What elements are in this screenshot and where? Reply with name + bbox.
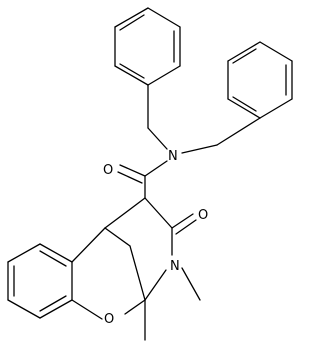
bond: [227, 41, 261, 62]
bond-double-inner: [39, 295, 67, 312]
benzyl-ring-left: [114, 7, 181, 86]
bond-c-o-double: [117, 171, 143, 184]
bond: [114, 65, 149, 86]
bond: [129, 245, 146, 301]
bond: [147, 65, 181, 86]
bond-c-o-double: [175, 219, 197, 235]
bond-double-inner: [119, 63, 145, 79]
bond: [7, 299, 41, 319]
bond: [39, 299, 73, 319]
structure-canvas: N O O N O: [7, 7, 293, 341]
bond: [104, 197, 146, 229]
bond-double-inner: [39, 250, 67, 267]
fused-benzene-ring: [7, 227, 106, 319]
bond-ch2-n: [147, 127, 168, 150]
lactam-oxygen-label: O: [198, 208, 208, 223]
bond: [259, 41, 293, 62]
bond-n-carbonyl: [144, 160, 168, 177]
bond: [104, 227, 131, 247]
bond-ch2-right: [216, 117, 261, 146]
bond: [124, 299, 146, 315]
molecule-drawing: N O O N O: [7, 7, 293, 341]
bond: [39, 243, 73, 263]
bond: [259, 98, 293, 119]
bond-double-inner: [232, 48, 257, 64]
ring-nitrogen-label: N: [170, 259, 180, 274]
bond-c-o-double: [119, 164, 146, 177]
bond-c-o-double: [171, 213, 194, 229]
bond-double-inner: [232, 96, 257, 112]
bond: [147, 7, 181, 28]
benzyl-ring-right: [227, 41, 293, 119]
bond-ch2-n: [181, 144, 218, 154]
bond: [114, 7, 149, 28]
bond-n-methyl: [181, 267, 201, 301]
amide-nitrogen-label: N: [168, 149, 178, 164]
bond-double-inner: [119, 14, 145, 31]
bond: [7, 243, 41, 263]
bond: [144, 269, 167, 301]
bond: [71, 299, 103, 320]
bond: [71, 227, 106, 263]
bond: [227, 98, 261, 119]
ether-oxygen-label: O: [104, 312, 114, 327]
bond: [144, 197, 173, 229]
carbonyl-oxygen-label: O: [103, 163, 113, 178]
